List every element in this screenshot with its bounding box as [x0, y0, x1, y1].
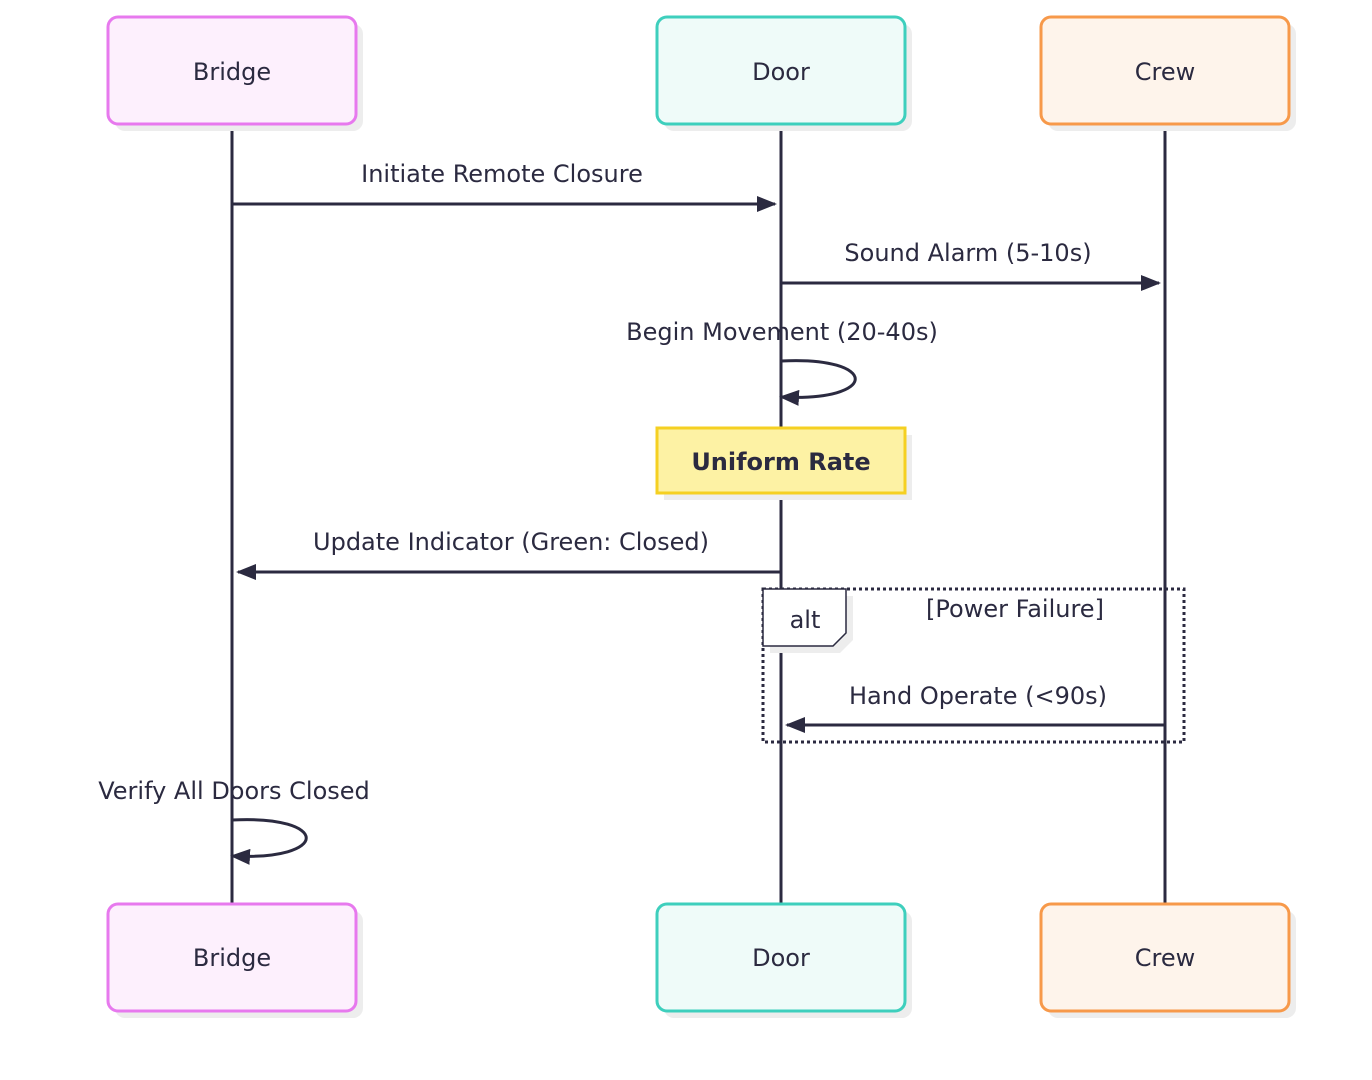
message-label: Hand Operate (<90s): [849, 682, 1107, 710]
participant-crew-bottom[interactable]: Crew: [1039, 902, 1296, 1018]
message-sound-alarm: Sound Alarm (5-10s): [781, 239, 1161, 291]
participant-label: Door: [752, 944, 810, 972]
note-uniform-rate: Uniform Rate: [655, 426, 912, 500]
participant-label: Bridge: [193, 944, 271, 972]
participant-bridge-bottom[interactable]: Bridge: [106, 902, 363, 1018]
participant-bridge-top[interactable]: Bridge: [106, 15, 363, 131]
message-label: Verify All Doors Closed: [98, 777, 370, 805]
note-label: Uniform Rate: [691, 448, 870, 476]
participant-label: Door: [752, 58, 810, 86]
message-label: Update Indicator (Green: Closed): [313, 528, 709, 556]
participant-door-top[interactable]: Door: [655, 15, 912, 131]
participant-label: Crew: [1135, 944, 1196, 972]
alt-condition: [Power Failure]: [926, 595, 1104, 623]
message-initiate-remote-closure: Initiate Remote Closure: [232, 160, 777, 212]
alt-keyword: alt: [790, 606, 821, 634]
self-loop-arrow: [230, 818, 308, 865]
participant-label: Bridge: [193, 58, 271, 86]
participant-crew-top[interactable]: Crew: [1039, 15, 1296, 131]
alt-block: alt [Power Failure]: [761, 587, 1186, 744]
message-label: Begin Movement (20-40s): [626, 318, 938, 346]
message-update-indicator: Update Indicator (Green: Closed): [236, 528, 781, 580]
participant-label: Crew: [1135, 58, 1196, 86]
message-begin-movement: Begin Movement (20-40s): [626, 318, 938, 406]
message-label: Initiate Remote Closure: [361, 160, 643, 188]
participant-door-bottom[interactable]: Door: [655, 902, 912, 1018]
message-label: Sound Alarm (5-10s): [844, 239, 1091, 267]
self-loop-arrow: [779, 359, 857, 406]
alt-frame: [761, 587, 1186, 744]
message-verify-all-doors: Verify All Doors Closed: [98, 777, 370, 865]
message-hand-operate: Hand Operate (<90s): [785, 682, 1165, 733]
alt-tag: [762, 588, 847, 647]
